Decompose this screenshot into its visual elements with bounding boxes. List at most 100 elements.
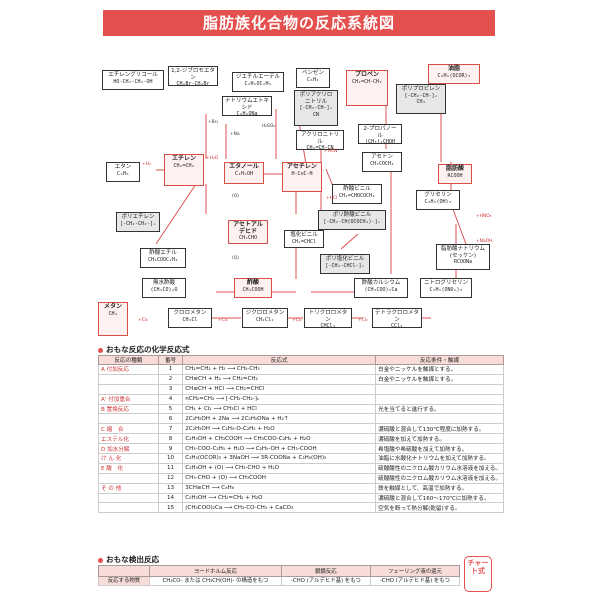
row-number: 6 (157, 413, 184, 425)
label-h2so4: H₂SO₄ (262, 124, 276, 129)
node-name: ニトログリセリン (423, 280, 468, 286)
node-formula: (CH₃CO)₂O (150, 286, 178, 293)
row-number: 1 (157, 364, 184, 375)
row-number: 7 (157, 423, 184, 435)
row-condition: 硫酸酸性の二クロム酸カリウム水溶液を加える。 (375, 462, 504, 474)
label-cl2-4: +Cl₂ (358, 318, 368, 323)
node-vinyl-acetate: 酢酸ビニル CH₂=CHOCOCH₃ (332, 184, 382, 204)
node-name: テトラクロロメタン (375, 310, 420, 323)
node-formula: CH₄ (108, 310, 118, 317)
row-equation: C₂H₅OH ⟶ CH₂=CH₂ + H₂O (182, 492, 377, 504)
node-name: ポリ塩化ビニル (325, 256, 365, 262)
row-condition (375, 413, 504, 425)
dt-col-empty (98, 565, 150, 577)
node-diethyl-ether: ジエチルエーテル C₂H₅OC₂H₅ (232, 72, 284, 92)
detection-table: ヨードホルム反応 銀鏡反応 フェーリング液の還元 反応する物質 CH₃CO- ま… (98, 565, 461, 586)
node-name: 2-プロパノール (363, 126, 397, 139)
node-name: ポリプロピレン (401, 86, 441, 92)
node-name: アセトアルデヒド (233, 221, 263, 235)
row-type (98, 373, 159, 385)
chart-shiki-stamp-logo: チャート式 (464, 556, 492, 592)
node-name: 酢酸 (246, 279, 259, 286)
row-number: 4 (157, 393, 184, 405)
bullet-icon (98, 347, 103, 353)
node-methane: メタン CH₄ (98, 302, 128, 336)
dt-col-iodoform: ヨードホルム反応 (149, 565, 282, 577)
node-acetaldehyde: アセトアルデヒド CH₃CHO (228, 220, 268, 244)
node-dichloromethane: ジクロロメタン CH₂Cl₂ (242, 308, 288, 328)
col-type: 反応の種類 (98, 355, 159, 365)
node-ethylene-glycol: エチレングリコール HO-CH₂-CH₂-OH (102, 70, 164, 90)
node-formula: [-CH₂-CHCl-]ₙ (325, 262, 365, 269)
dt-cell-silver-mirror: -CHO (アルデヒド基) をもつ (280, 576, 371, 586)
row-condition (375, 383, 504, 395)
node-sodium-ethoxide: ナトリウムエトキシド C₂H₅ONa (222, 96, 272, 117)
node-ethylene: エチレン CH₂=CH₂ (164, 154, 204, 186)
node-formula: RCOONa (453, 259, 473, 265)
node-formula: [-CH₂-CH(OCOCH₃)-]ₙ (323, 218, 381, 225)
node-name: エチレン (171, 155, 196, 162)
col-num: 番号 (157, 355, 184, 365)
node-dibromoethane: 1,2-ジブロモエタン CH₂Br-CH₂Br (168, 66, 218, 87)
label-cl2-2: +Cl₂ (218, 318, 228, 323)
label-naoh: +NaOH (476, 239, 493, 244)
node-name: プロペン (354, 71, 379, 78)
node-calcium-acetate: 酢酸カルシウム (CH₃COO)₂Ca (354, 278, 408, 298)
row-type: け ん 化 (98, 453, 159, 464)
section-heading-detection: おもな検出反応 (98, 554, 159, 565)
row-condition: 白金やニッケルを触媒とする。 (375, 373, 504, 385)
node-formula: C₂H₅ONa (236, 111, 258, 117)
node-name: 無水酢酸 (152, 280, 175, 286)
row-equation: C₃H₅(OCOR)₃ + 3NaOH ⟶ 3R-COONa + C₃H₅(OH… (182, 453, 377, 464)
node-name: 酢酸ビニル (343, 186, 371, 192)
node-name: 塩化ビニル (290, 232, 318, 238)
node-name: 1,2-ジブロモエタン (171, 68, 215, 81)
row-type: A 付加反応 (98, 364, 159, 375)
node-name: メタン (103, 303, 122, 310)
node-formula: CH₃CHO (238, 235, 258, 241)
node-polyvinyl-chloride: ポリ塩化ビニル [-CH₂-CHCl-]ₙ (320, 254, 370, 274)
row-number: 9 (157, 443, 184, 455)
node-name: 酢酸エチル (149, 250, 177, 256)
section-heading-text: おもな検出反応 (106, 555, 160, 564)
row-condition: 鉄を触媒として、高温で加熱する。 (375, 482, 504, 494)
node-formula: [-CH₂-CH-]ₙ CH₃ (404, 92, 438, 106)
node-name: ナトリウムエトキシド (225, 98, 270, 111)
label-br2: +Br₂ (208, 120, 219, 125)
node-formula: CH₂=CHOCOCH₃ (338, 192, 376, 199)
node-trichloromethane: トリクロロメタン CHCl₃ (304, 308, 352, 329)
label-hcn: +HCN (324, 149, 338, 154)
node-name: ジエチルエーテル (235, 74, 280, 80)
row-type: E 酸 化 (98, 462, 159, 474)
reaction-map: エチレングリコール HO-CH₂-CH₂-OH 1,2-ジブロモエタン CH₂B… (96, 44, 508, 342)
node-ethyl-acetate: 酢酸エチル CH₃COOC₂H₅ (140, 248, 186, 268)
row-type (98, 472, 159, 484)
row-type: C 縮 合 (98, 423, 159, 435)
label-na: +Na (230, 132, 240, 137)
row-number: 14 (157, 492, 184, 504)
row-number: 3 (157, 383, 184, 395)
node-ethanol: エタノール C₂H₅OH (224, 162, 264, 184)
row-equation: CH₂=CH₂ + H₂ ⟶ CH₃-CH₃ (182, 364, 377, 375)
node-isopropanol: 2-プロパノール (CH₃)₂CHOH (358, 124, 402, 145)
node-name: ポリアクリロニトリル (299, 92, 333, 105)
node-name: アセチレン (287, 163, 317, 170)
node-chloromethane: クロロメタン CH₃Cl (168, 308, 212, 328)
node-tetrachloromethane: テトラクロロメタン CCl₄ (372, 308, 422, 329)
node-fat: 油脂 C₃H₅(OCOR)₃ (428, 64, 480, 84)
node-formula: (CH₃COO)₂Ca (364, 286, 398, 293)
row-number: 10 (157, 453, 184, 464)
node-formula: C₃H₅(OH)₃ (424, 198, 452, 205)
node-name: 脂肪酸 (445, 165, 464, 172)
row-condition: 濃硫酸と混合して160〜170℃に加熱する。 (375, 492, 504, 504)
node-polypropylene: ポリプロピレン [-CH₂-CH-]ₙ CH₃ (396, 84, 446, 114)
row-condition: 光を当てると進行する。 (375, 403, 504, 415)
row-type: A' 付加重合 (98, 393, 159, 405)
node-formula: CH₂=CH-CN (306, 145, 334, 151)
